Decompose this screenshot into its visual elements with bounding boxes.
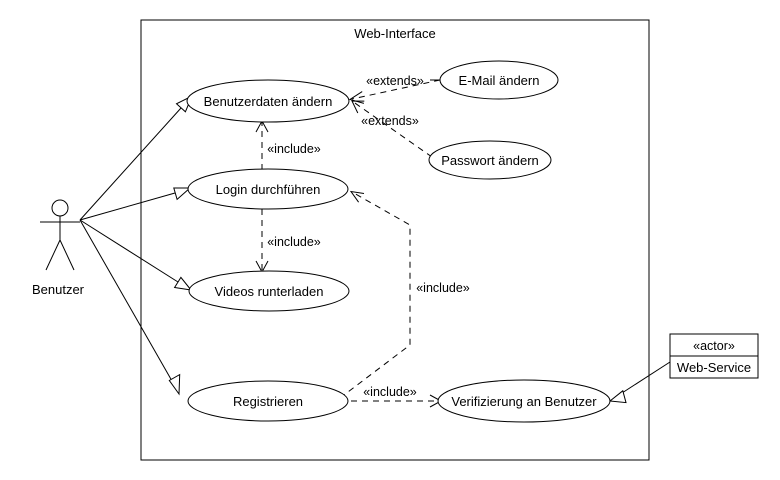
- dependency-extends-password: [351, 100, 433, 158]
- use-case-change-user-data: Benutzerdaten ändern: [186, 79, 350, 123]
- label-include-login-data: «include»: [267, 142, 321, 156]
- use-case-register-label: Registrieren: [233, 394, 303, 409]
- use-case-change-password: Passwort ändern: [428, 140, 552, 180]
- actor-web-service: [669, 333, 759, 379]
- generalization-user-change-data: [79, 94, 193, 221]
- label-include-register-login: «include»: [416, 281, 470, 295]
- use-case-login-label: Login durchführen: [216, 182, 321, 197]
- use-case-change-user-data-label: Benutzerdaten ändern: [204, 94, 333, 109]
- use-case-download-videos: Videos runterladen: [188, 270, 350, 312]
- use-case-change-email: E-Mail ändern: [439, 60, 559, 100]
- use-case-change-email-label: E-Mail ändern: [459, 73, 540, 88]
- system-title: Web-Interface: [354, 26, 435, 41]
- label-extends-password: «extends»: [361, 114, 419, 128]
- actor-web-service-stereotype: «actor»: [693, 339, 735, 353]
- dependency-include-login-data: [255, 119, 269, 170]
- label-include-login-videos: «include»: [267, 235, 321, 249]
- generalization-user-videos: [79, 219, 193, 291]
- use-case-download-videos-label: Videos runterladen: [215, 284, 324, 299]
- generalization-user-register: [79, 219, 181, 396]
- label-include-register-verify: «include»: [363, 385, 417, 399]
- use-case-login: Login durchführen: [187, 168, 349, 210]
- use-case-register: Registrieren: [187, 380, 349, 422]
- use-case-verify-user: Verifizierung an Benutzer: [437, 379, 611, 423]
- dependency-include-register-login: [339, 190, 411, 399]
- generalization-service-verify: [608, 361, 671, 404]
- label-extends-email: «extends»: [366, 74, 424, 88]
- dependency-extends-email: [348, 79, 441, 104]
- actor-web-service-name: Web-Service: [677, 360, 751, 375]
- use-case-verify-user-label: Verifizierung an Benutzer: [451, 394, 597, 409]
- generalization-user-login: [79, 187, 192, 221]
- system-boundary: [140, 19, 650, 461]
- actor-user-label: Benutzer: [32, 282, 85, 297]
- dependency-include-login-videos: [255, 209, 269, 274]
- use-case-change-password-label: Passwort ändern: [441, 153, 539, 168]
- actor-user: [40, 199, 80, 271]
